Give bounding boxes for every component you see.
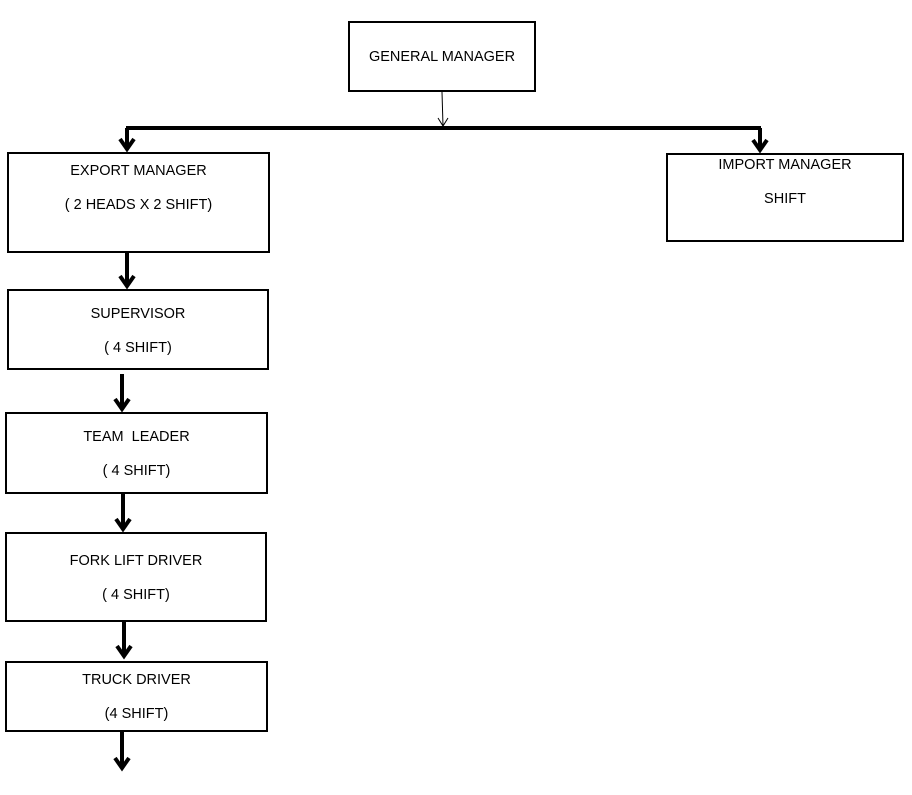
supervisor-arrow <box>118 253 136 290</box>
fork-lift-driver-box: FORK LIFT DRIVER ( 4 SHIFT) <box>5 532 267 622</box>
truck-driver-box: TRUCK DRIVER (4 SHIFT) <box>5 661 268 732</box>
continuation-arrow <box>113 732 131 772</box>
export-manager-box: EXPORT MANAGER ( 2 HEADS X 2 SHIFT) <box>7 152 270 253</box>
supervisor-box: SUPERVISOR ( 4 SHIFT) <box>7 289 269 370</box>
supervisor-title: SUPERVISOR <box>90 306 186 322</box>
general-manager-box: GENERAL MANAGER <box>348 21 536 92</box>
team-leader-detail: ( 4 SHIFT) <box>102 463 171 479</box>
export-manager-title: EXPORT MANAGER <box>70 163 207 179</box>
fork-lift-arrow <box>114 494 132 533</box>
import-manager-detail: SHIFT <box>764 191 806 207</box>
import-manager-box: IMPORT MANAGER SHIFT <box>666 153 904 242</box>
export-manager-arrow <box>118 128 136 153</box>
truck-driver-title: TRUCK DRIVER <box>82 672 191 688</box>
team-leader-arrow <box>113 374 131 413</box>
gm-connector-arrow <box>437 91 449 127</box>
team-leader-title: TEAM LEADER <box>83 429 190 445</box>
fork-lift-driver-title: FORK LIFT DRIVER <box>69 553 203 569</box>
import-manager-title: IMPORT MANAGER <box>718 157 852 173</box>
import-manager-arrow <box>751 128 769 154</box>
export-manager-detail: ( 2 HEADS X 2 SHIFT) <box>64 197 213 213</box>
truck-driver-arrow <box>115 618 133 660</box>
truck-driver-detail: (4 SHIFT) <box>104 706 169 722</box>
fork-lift-driver-detail: ( 4 SHIFT) <box>102 587 170 603</box>
supervisor-detail: ( 4 SHIFT) <box>104 340 172 356</box>
team-leader-box: TEAM LEADER ( 4 SHIFT) <box>5 412 268 494</box>
general-manager-title: GENERAL MANAGER <box>368 49 516 65</box>
